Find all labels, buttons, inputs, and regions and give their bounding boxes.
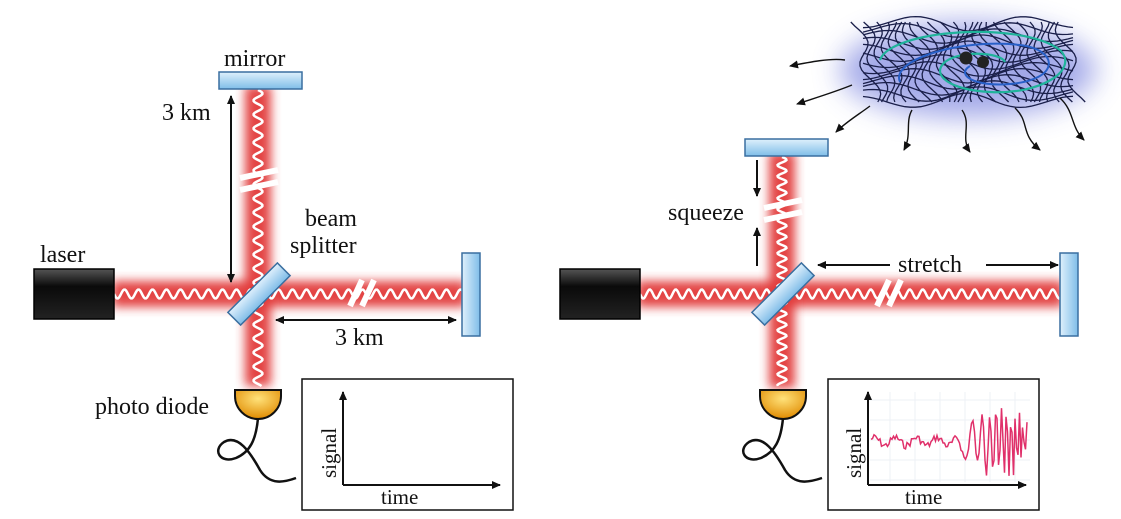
squeeze-label: squeeze bbox=[668, 200, 744, 226]
gw-grid-line bbox=[1040, 21, 1063, 103]
gw-grid-line bbox=[880, 21, 903, 103]
gw-grid-line bbox=[1033, 21, 1056, 103]
beam-label: beam bbox=[305, 206, 357, 232]
right-plot-ylabel: signal bbox=[842, 428, 866, 478]
left-horizontal-beam-wave bbox=[112, 288, 463, 300]
gw-grid-line bbox=[873, 21, 896, 103]
left-vertical-arm-break bbox=[239, 167, 279, 193]
left-beam-splitter bbox=[226, 261, 292, 327]
gw-grid-line bbox=[863, 21, 889, 103]
gw-cloud bbox=[840, 22, 1096, 118]
gw-grid-line bbox=[862, 40, 1074, 57]
right-horizontal-arm-break bbox=[874, 278, 904, 308]
right-beam-splitter bbox=[750, 261, 816, 327]
gw-radiation-arrows bbox=[789, 58, 1085, 153]
left-signal-plot: signal time bbox=[301, 378, 514, 511]
right-vertical-arm-break bbox=[763, 197, 803, 223]
gw-spiral-blue bbox=[898, 42, 1050, 86]
left-laser bbox=[33, 268, 115, 320]
left-top-mirror bbox=[218, 71, 303, 90]
gw-grid-line bbox=[926, 21, 958, 103]
gw-grid-line bbox=[971, 21, 997, 103]
right-end-mirror bbox=[1059, 252, 1079, 337]
gw-spiral-teal bbox=[878, 30, 1067, 94]
gravitational-wave-source bbox=[789, 15, 1096, 153]
gw-grid-line bbox=[894, 21, 920, 103]
gw-grid-line bbox=[1054, 21, 1086, 103]
splitter-label: splitter bbox=[290, 233, 357, 259]
right-interferometer: squeeze stretch signal time bbox=[559, 15, 1096, 511]
gw-grid-line bbox=[978, 21, 1010, 103]
mirror-label: mirror bbox=[224, 46, 285, 72]
right-horizontal-beam-glow bbox=[637, 281, 1063, 307]
black-hole-2 bbox=[977, 56, 989, 68]
right-signal-plot: signal time bbox=[827, 378, 1040, 511]
gw-grid-line bbox=[887, 21, 910, 103]
photo-diode-label: photo diode bbox=[95, 394, 209, 420]
gw-grid-line bbox=[1047, 21, 1073, 103]
right-signal-trace bbox=[870, 408, 1028, 476]
gw-grid-line bbox=[908, 21, 944, 103]
gw-grid-line bbox=[992, 21, 1028, 103]
gw-grid-line bbox=[862, 67, 1074, 84]
left-plot-xlabel: time bbox=[381, 485, 418, 509]
left-end-mirror bbox=[461, 252, 481, 337]
gw-grid-line bbox=[862, 80, 1074, 96]
right-diode-cable bbox=[742, 417, 823, 483]
gw-spacetime-grid bbox=[850, 15, 1086, 109]
left-interferometer: mirror 3 km beam splitter laser 3 km pho… bbox=[33, 46, 514, 511]
left-plot-ylabel: signal bbox=[317, 428, 341, 478]
gw-grid-line bbox=[901, 21, 933, 103]
left-photo-diode bbox=[234, 389, 282, 420]
gw-grid-line bbox=[1016, 21, 1042, 103]
left-plot-frame bbox=[301, 378, 514, 511]
horizontal-arm-length-label: 3 km bbox=[335, 325, 384, 351]
left-horizontal-arm-break bbox=[347, 278, 377, 308]
stretch-label: stretch bbox=[898, 252, 962, 278]
left-vertical-beam-wave bbox=[252, 88, 264, 388]
right-plot-xlabel: time bbox=[905, 485, 942, 509]
right-photo-diode bbox=[759, 389, 807, 420]
gw-grid-line bbox=[862, 22, 1074, 38]
gw-grid-line bbox=[850, 21, 882, 103]
laser-label: laser bbox=[40, 242, 85, 268]
right-top-mirror bbox=[744, 138, 829, 157]
right-vertical-beam-wave bbox=[776, 155, 788, 387]
gw-grid-line bbox=[1026, 21, 1049, 103]
gw-grid-line bbox=[862, 34, 1074, 50]
right-horizontal-beam-wave bbox=[638, 288, 1061, 300]
right-laser bbox=[559, 268, 641, 320]
left-diode-cable bbox=[217, 417, 297, 483]
vertical-arm-length-label: 3 km bbox=[162, 100, 211, 126]
right-vertical-beam-glow bbox=[769, 152, 795, 388]
gw-grid-line bbox=[862, 92, 1074, 109]
black-hole-1 bbox=[959, 51, 973, 65]
